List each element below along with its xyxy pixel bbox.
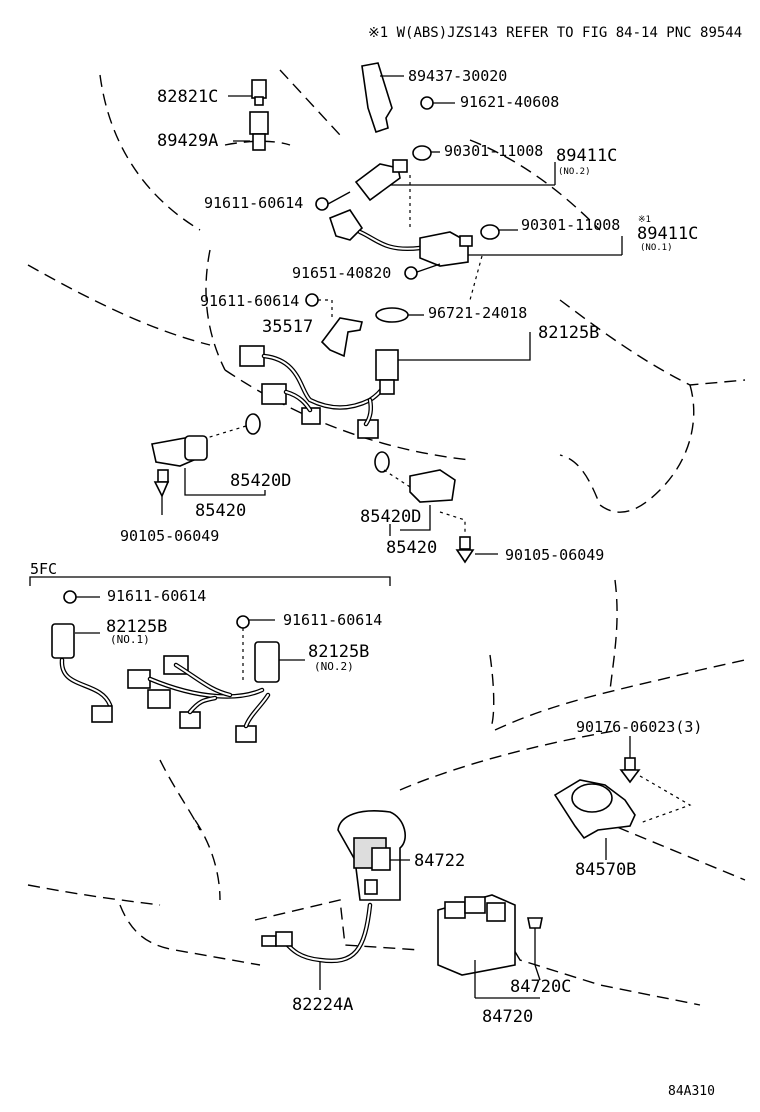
shift-lever-84722	[337, 810, 410, 901]
label-91621-40608: 91621-40608	[460, 93, 559, 111]
label-35517: 35517	[262, 317, 313, 337]
bracket-89437	[361, 62, 404, 134]
label-85420D-b: 85420D	[360, 507, 421, 527]
bolt-90176	[619, 736, 692, 824]
wire-harness-82125B	[239, 332, 531, 439]
module-84720	[437, 894, 540, 999]
label-85420D-a: 85420D	[230, 471, 291, 491]
label-82125B: 82125B	[538, 323, 599, 343]
label-sfc-91611-b: 91611-60614	[283, 611, 382, 629]
label-89429A: 89429A	[157, 131, 218, 151]
label-sfc-no2: (NO.2)	[314, 660, 354, 673]
label-5fc: 5FC	[30, 560, 57, 578]
label-90105-06049-b: 90105-06049	[505, 546, 604, 564]
label-90176-06023: 90176-06023(3)	[576, 718, 702, 736]
label-89411C-no1: 89411C	[637, 224, 698, 244]
bolt-91651	[404, 263, 441, 280]
sfc-bolt-91611-a	[63, 590, 100, 604]
label-82821C: 82821C	[157, 87, 218, 107]
label-91611-60614-b: 91611-60614	[200, 292, 299, 310]
label-85420-a: 85420	[195, 501, 246, 521]
sfc-harness-82125B-no1	[51, 623, 113, 723]
label-84720C: 84720C	[510, 977, 571, 997]
label-82224A: 82224A	[292, 995, 353, 1015]
label-90105-06049-a: 90105-06049	[120, 527, 219, 545]
sensor-89429A	[233, 111, 269, 151]
speed-sensor-89411C-no1	[329, 209, 623, 301]
sfc-bolt-91611-b	[236, 615, 275, 680]
label-90301-11008-a: 90301-11008	[444, 142, 543, 160]
bracket-35517	[320, 317, 363, 358]
sensor-85420-right	[374, 451, 498, 564]
oring-90301-b	[480, 224, 518, 240]
label-sfc-82125B-no2: 82125B	[308, 642, 369, 662]
speed-sensor-89411C-no2	[354, 159, 556, 230]
sensor-85420-left	[151, 413, 266, 515]
vehicle-body-outline	[27, 69, 746, 1006]
header-note: ※1 W(ABS)JZS143 REFER TO FIG 84-14 PNC 8…	[368, 25, 742, 41]
label-no1: (NO.1)	[640, 243, 673, 253]
label-89437-30020: 89437-30020	[408, 67, 507, 85]
bolt-91621	[420, 96, 455, 110]
bolt-91611-b	[305, 293, 333, 318]
label-91611-60614-a: 91611-60614	[204, 194, 303, 212]
label-mark1: ※1	[638, 215, 651, 225]
sensor-84570B	[553, 779, 636, 860]
bolt-91611-a	[315, 191, 351, 211]
label-sfc-no1: (NO.1)	[110, 633, 150, 646]
label-sfc-82125B-no1: 82125B	[106, 617, 167, 637]
harness-82224A	[261, 902, 373, 990]
label-91651-40820: 91651-40820	[292, 264, 391, 282]
label-sfc-91611-a: 91611-60614	[107, 587, 206, 605]
label-84570B: 84570B	[575, 860, 636, 880]
sfc-bracket	[29, 576, 391, 586]
label-84722: 84722	[414, 851, 465, 871]
oring-90301-a	[412, 145, 440, 161]
label-90301-11008-b: 90301-11008	[521, 216, 620, 234]
label-84720: 84720	[482, 1007, 533, 1027]
sensor-82821C	[228, 79, 267, 106]
oring-96721	[375, 307, 424, 323]
figure-code: 84A310	[668, 1084, 715, 1099]
label-85420-b: 85420	[386, 538, 437, 558]
sfc-harness-82125B-no2	[127, 641, 305, 743]
bolt-84720C	[527, 917, 543, 981]
label-89411C-no2: 89411C	[556, 146, 617, 166]
label-96721-24018: 96721-24018	[428, 304, 527, 322]
label-no2: (NO.2)	[558, 167, 591, 177]
